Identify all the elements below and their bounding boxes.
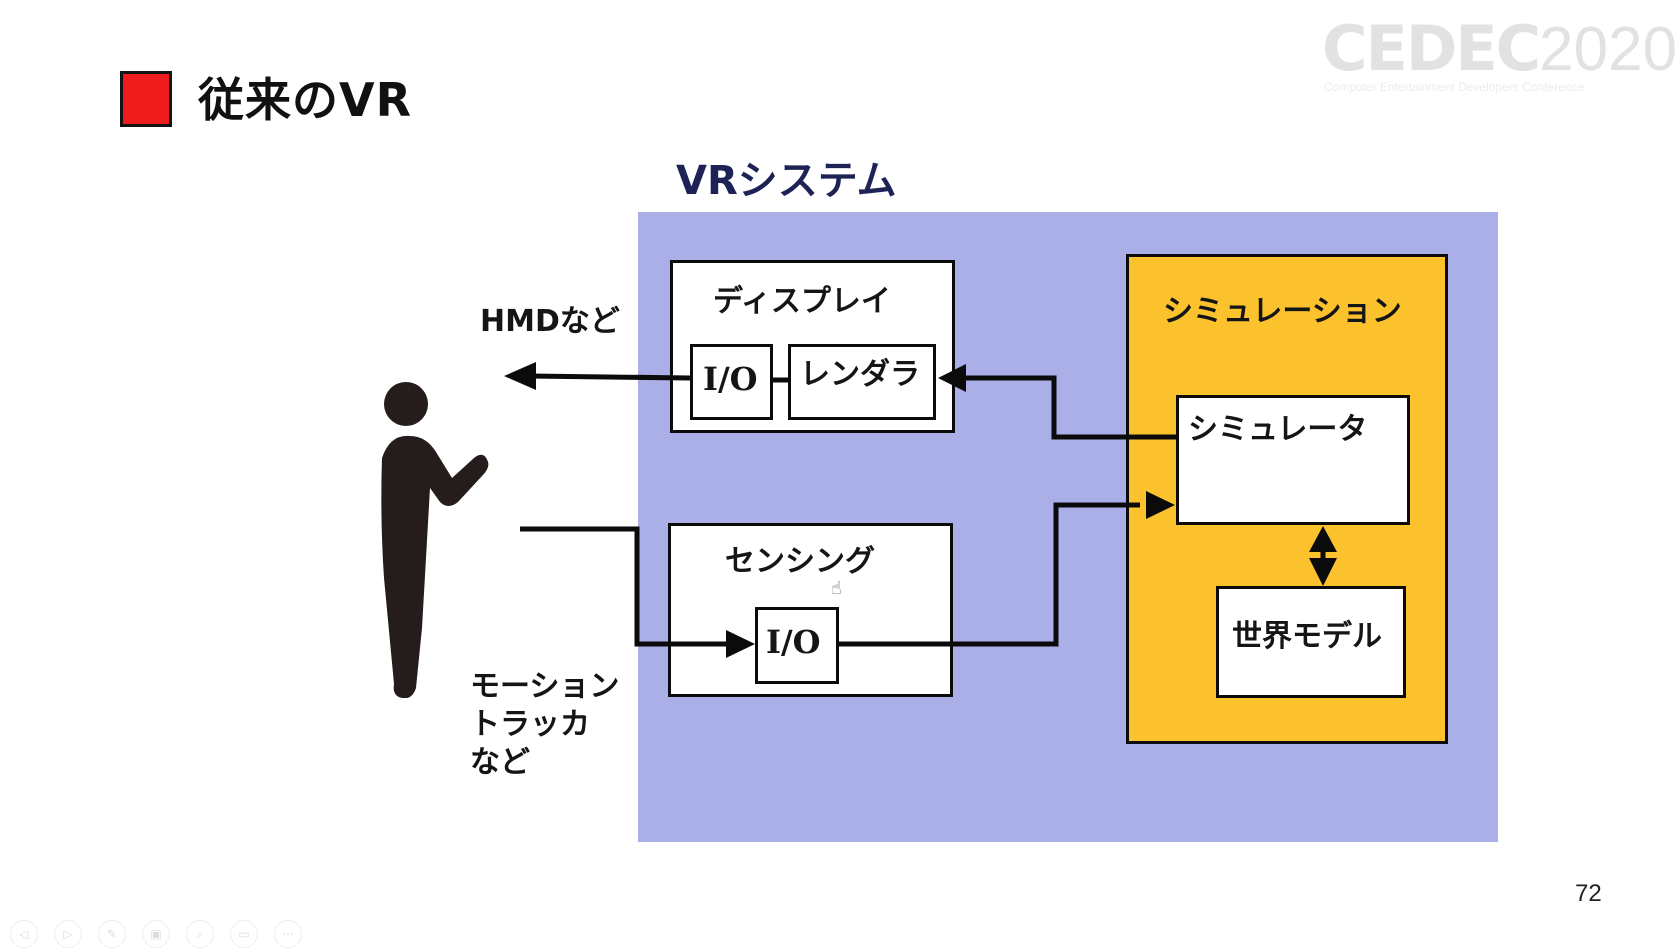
renderer-box (788, 344, 936, 420)
person-body (381, 435, 489, 698)
logo-wordmark: CEDEC2020 (1322, 14, 1677, 85)
simulation-label: シミュレーション (1163, 294, 1402, 329)
cedec-logo: CEDEC2020 Computer Entertainment Develop… (1322, 14, 1677, 95)
hand-cursor-icon: ☝ (831, 578, 842, 599)
sensing-io-label: I/O (766, 623, 821, 661)
pen-button[interactable]: ✎ (98, 920, 126, 948)
presentation-toolbar: ◁ ▷ ✎ ▣ ⌕ ▭ ⋯ (10, 920, 302, 948)
vr-system-title: VRシステム (676, 158, 897, 204)
person-icon (381, 382, 489, 698)
zoom-button[interactable]: ⌕ (186, 920, 214, 948)
simulator-label: シミュレータ (1188, 412, 1368, 447)
sensing-io-box (755, 607, 839, 684)
display-io-box (690, 344, 773, 420)
subtitles-button[interactable]: ▭ (230, 920, 258, 948)
more-options-button[interactable]: ⋯ (274, 920, 302, 948)
pen-icon: ✎ (106, 927, 118, 941)
title-bullet-square (120, 71, 172, 127)
arrowhead-to-hmd (504, 362, 536, 390)
logo-wordmark-bold: CEDEC (1322, 12, 1541, 85)
display-label: ディスプレイ (713, 284, 891, 319)
sensing-label: センシング (725, 544, 875, 579)
logo-subtitle: Computer Entertainment Developers Confer… (1324, 80, 1585, 94)
magnifier-icon: ⌕ (196, 926, 204, 941)
world-model-box (1216, 586, 1406, 698)
person-head (384, 382, 428, 426)
motion-tracker-label: モーション トラッカ など (470, 669, 620, 780)
logo-wordmark-year: 2020 (1539, 15, 1678, 84)
more-icon: ⋯ (282, 927, 294, 941)
page-number: 72 (1575, 880, 1602, 907)
hmd-label: HMDなど (480, 304, 620, 339)
see-all-slides-button[interactable]: ▣ (142, 920, 170, 948)
slide-title: 従来のVR (198, 73, 413, 127)
previous-icon: ◁ (19, 927, 29, 941)
next-slide-button[interactable]: ▷ (54, 920, 82, 948)
previous-slide-button[interactable]: ◁ (10, 920, 38, 948)
subtitles-icon: ▭ (238, 927, 250, 941)
renderer-label: レンダラ (800, 357, 920, 392)
display-io-label: I/O (703, 360, 758, 398)
world-model-label: 世界モデル (1232, 619, 1382, 654)
next-icon: ▷ (63, 927, 73, 941)
simulator-box (1176, 395, 1410, 525)
slides-grid-icon: ▣ (150, 927, 162, 941)
